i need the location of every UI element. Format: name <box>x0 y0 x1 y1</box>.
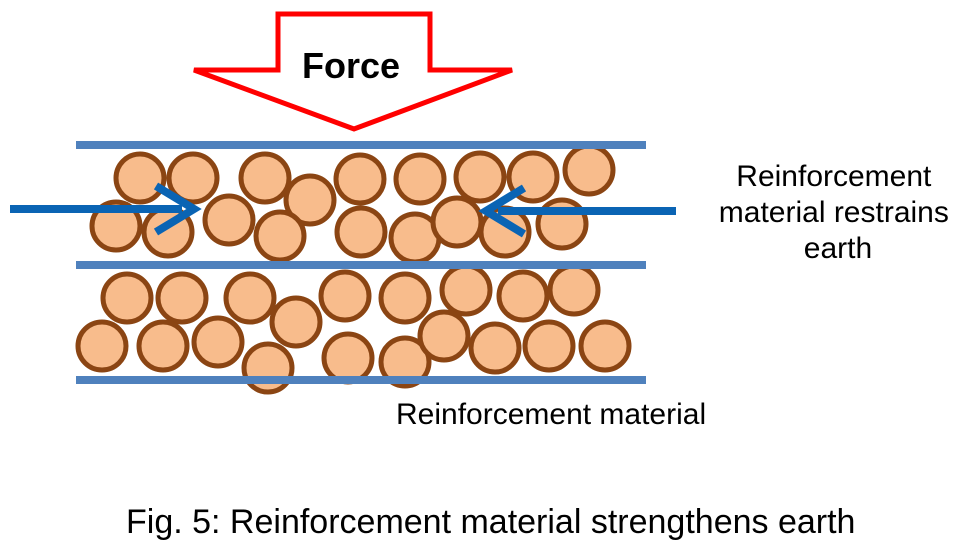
force-label: Force <box>302 45 400 86</box>
soil-particle <box>283 173 337 227</box>
soil-particle <box>522 319 576 373</box>
right-restraint-arrow <box>478 184 676 238</box>
reinforcement-sheet-top <box>76 141 646 149</box>
restrains-label-line-2: material restrains <box>719 196 949 229</box>
soil-particle <box>468 321 522 375</box>
force-arrow <box>193 11 513 132</box>
soil-particle <box>562 143 616 197</box>
soil-particle <box>75 319 129 373</box>
soil-particle <box>191 315 245 369</box>
soil-particle <box>333 152 387 206</box>
reinforcement-sheet-middle <box>76 261 646 269</box>
soil-particle <box>430 195 484 249</box>
soil-particle <box>166 151 220 205</box>
reinforcement-material-label: Reinforcement material <box>396 398 706 431</box>
soil-particle <box>578 319 632 373</box>
soil-particle <box>113 151 167 205</box>
soil-particle <box>269 295 323 349</box>
soil-particle <box>334 205 388 259</box>
soil-particle <box>241 341 295 395</box>
soil-particle <box>89 199 143 253</box>
left-restraint-arrow <box>10 182 202 236</box>
soil-particle <box>100 271 154 325</box>
restrains-label: Reinforcement material restrains earth <box>719 160 957 265</box>
soil-particle <box>453 150 507 204</box>
soil-particle <box>253 209 307 263</box>
figure-caption: Fig. 5: Reinforcement material strengthe… <box>126 503 855 541</box>
soil-particle <box>378 335 432 389</box>
soil-particle <box>202 193 256 247</box>
soil-particle <box>155 271 209 325</box>
restrains-label-line-3: earth <box>804 232 872 265</box>
soil-particle <box>439 263 493 317</box>
soil-particle <box>378 271 432 325</box>
soil-particles-top-layer <box>89 143 616 265</box>
soil-particle <box>547 263 601 317</box>
reinforcement-sheet-bottom <box>76 376 646 384</box>
soil-particle <box>238 151 292 205</box>
soil-particle <box>136 319 190 373</box>
soil-particles-bottom-layer <box>75 263 632 395</box>
soil-particle <box>318 269 372 323</box>
soil-particle <box>496 269 550 323</box>
soil-particle <box>223 271 277 325</box>
restrains-label-line-1: Reinforcement <box>736 160 932 193</box>
soil-particle <box>393 152 447 206</box>
soil-particle <box>321 331 375 385</box>
soil-particle <box>417 309 471 363</box>
